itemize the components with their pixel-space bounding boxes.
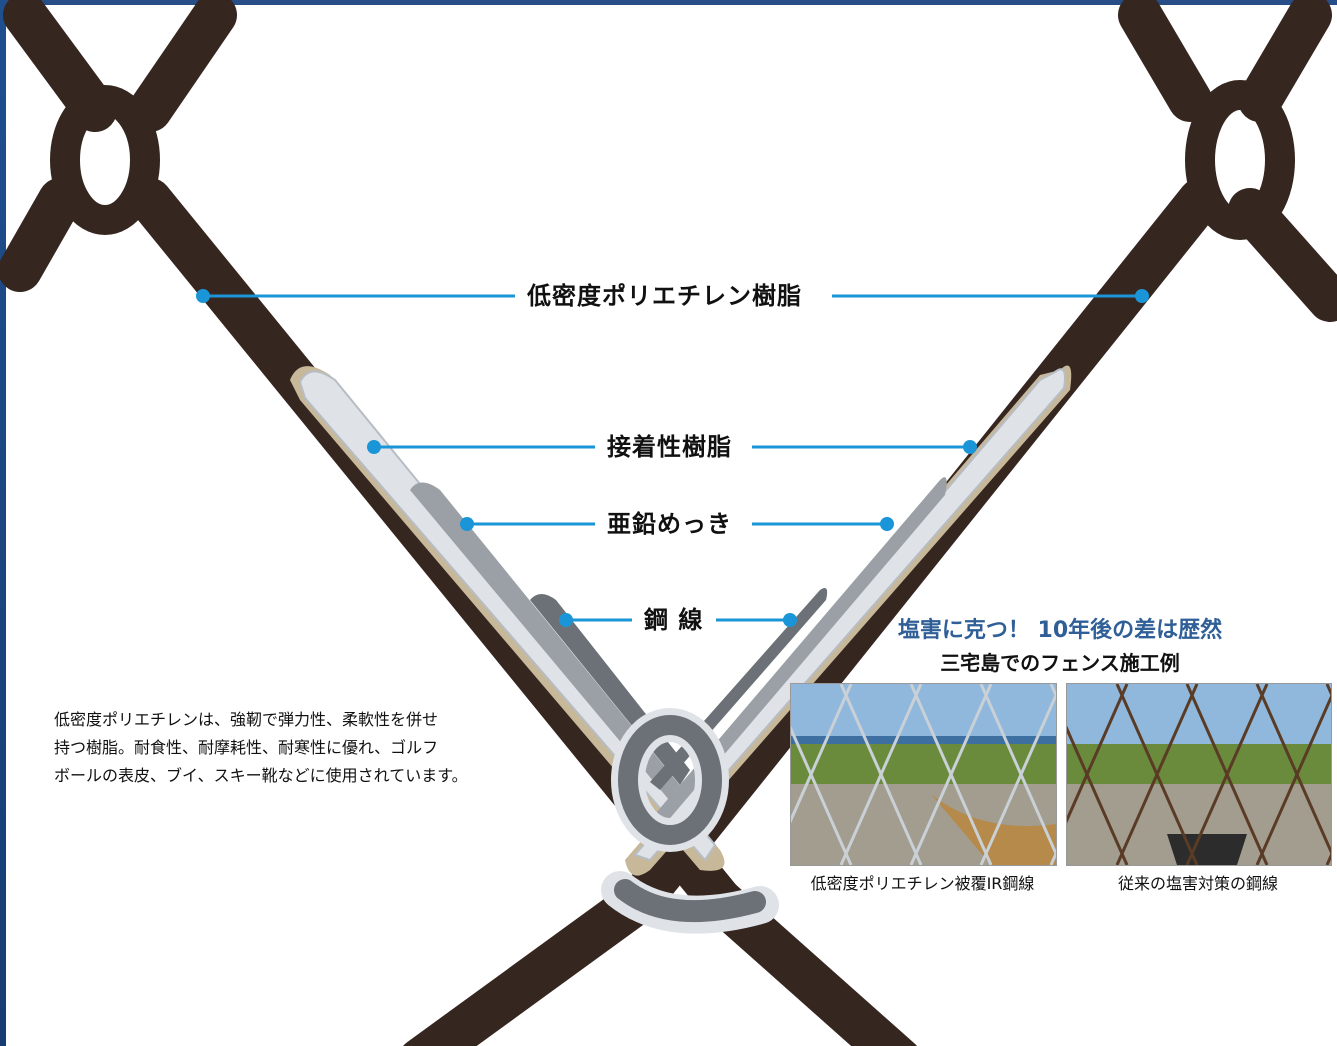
case-study-tagline: 塩害に克つ！ 10年後の差は歴然	[897, 618, 1223, 643]
description-line: 持つ樹脂。耐食性、耐摩耗性、耐寒性に優れ、ゴルフ	[54, 738, 439, 757]
top-border	[0, 0, 1337, 5]
label-steel-wire: 鋼 線	[632, 602, 716, 638]
photo-caption-conventional-wire: 従来の塩害対策の鋼線	[1117, 874, 1278, 893]
label-outer-coating: 低密度ポリエチレン樹脂	[515, 278, 814, 314]
case-study-subtitle: 三宅島でのフェンス施工例	[940, 651, 1180, 675]
photo-conventional-wire-fence	[1066, 683, 1332, 866]
center-twist	[601, 708, 779, 934]
photo-ir-wire-fence	[790, 683, 1057, 866]
left-border	[0, 0, 6, 1046]
description-text: 低密度ポリエチレンは、強靭で弾力性、柔軟性を併せ 持つ樹脂。耐食性、耐摩耗性、耐…	[54, 706, 524, 790]
description-line: 低密度ポリエチレンは、強靭で弾力性、柔軟性を併せ	[54, 710, 439, 729]
wire-twist-knots	[50, 80, 1295, 240]
label-adhesive-resin: 接着性樹脂	[595, 429, 744, 465]
leader-lines	[203, 294, 1142, 622]
description-line: ボールの表皮、ブイ、スキー靴などに使用されています。	[54, 766, 468, 785]
photo-caption-ir-wire: 低密度ポリエチレン被覆IR鋼線	[810, 874, 1035, 893]
label-zinc-plating: 亜鉛めっき	[595, 506, 744, 542]
leader-dots	[196, 289, 1149, 627]
case-study-heading: 塩害に克つ！ 10年後の差は歴然 三宅島でのフェンス施工例	[790, 614, 1330, 678]
